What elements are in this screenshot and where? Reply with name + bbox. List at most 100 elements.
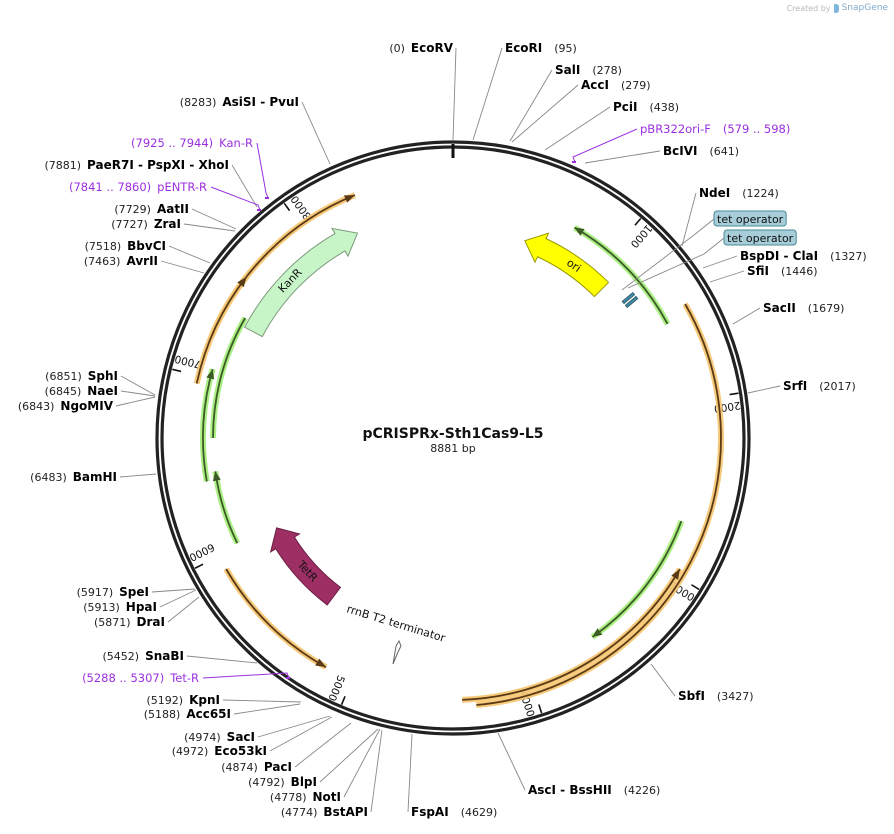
restriction-site[interactable]: EcoRV(0)	[389, 41, 453, 55]
restriction-site[interactable]: PciI(438)	[613, 100, 679, 114]
site-leader-line	[747, 385, 781, 394]
feature-kanr[interactable]: KanR	[243, 227, 359, 338]
site-position: (5871)	[94, 616, 131, 629]
restriction-site[interactable]: BbvCI(7518)	[85, 239, 166, 253]
restriction-site[interactable]: SacII(1679)	[763, 301, 844, 315]
site-name: AatII	[157, 202, 189, 216]
primer-leader-line	[572, 128, 638, 163]
restriction-site[interactable]: DraI(5871)	[94, 615, 165, 629]
restriction-site-labels: EcoRV(0) EcoRI(95) SalI(278)AccI (279) PciI(…	[18, 41, 867, 819]
primer-leader-line	[210, 186, 261, 211]
primer[interactable]: Tet-R(5288 .. 5307)	[82, 671, 199, 685]
site-position: (641)	[709, 145, 739, 158]
site-position: (3427)	[717, 690, 754, 703]
restriction-site[interactable]: NdeI(1224)	[699, 186, 779, 200]
site-position: (4629)	[461, 806, 498, 819]
orf-green[interactable]	[591, 520, 683, 638]
site-name: AccI	[581, 78, 609, 92]
restriction-site[interactable]: SpeI(5917)	[77, 585, 149, 599]
site-leader-line	[343, 728, 381, 798]
restriction-site[interactable]: PaeR7I - PspXI - XhoI(7881)	[44, 158, 229, 172]
site-position: (7729)	[114, 203, 151, 216]
restriction-site[interactable]: BstAPI(4774)	[281, 805, 368, 819]
orf-orange[interactable]	[462, 568, 681, 701]
tet-operator-leader	[627, 237, 725, 289]
orf-green-glow	[590, 520, 685, 640]
terminator-icon	[392, 639, 402, 665]
restriction-site[interactable]: SalI(278)	[555, 63, 622, 77]
restriction-site[interactable]: NotI(4778)	[270, 790, 341, 804]
tet-operator-feature[interactable]: tet operator	[627, 229, 797, 289]
site-name: EcoRI	[505, 41, 542, 55]
restriction-site[interactable]: AccI (279)	[581, 78, 651, 92]
restriction-site[interactable]: NaeI(6845)	[45, 384, 118, 398]
site-position: (279)	[621, 79, 651, 92]
orf-green[interactable]	[202, 368, 214, 482]
primer-leader-line	[256, 142, 269, 199]
restriction-site[interactable]: PacI(4874)	[221, 760, 292, 774]
restriction-site[interactable]: EcoRI(95)	[505, 41, 577, 55]
tet-operator-labels: tet operator tet operator	[621, 210, 797, 291]
feature-ori[interactable]: ori	[524, 232, 610, 298]
site-name: BspDI - ClaI	[740, 249, 818, 263]
orf-arrowhead-icon	[592, 628, 603, 638]
site-name: PaeR7I - PspXI - XhoI	[87, 158, 229, 172]
restriction-site[interactable]: SfiI(1446)	[747, 264, 818, 278]
site-name: HpaI	[126, 600, 157, 614]
restriction-site[interactable]: BamHI(6483)	[30, 470, 117, 484]
restriction-site[interactable]: HpaI(5913)	[83, 600, 157, 614]
restriction-site[interactable]: SphI(6851)	[45, 369, 118, 383]
site-name: NotI	[313, 790, 342, 804]
tet-operator-label: tet operator	[717, 213, 784, 226]
tet-operator-leader	[621, 218, 715, 291]
site-leader-line	[497, 732, 526, 791]
site-position: (8283)	[180, 96, 217, 109]
orf-arrowhead-icon	[343, 195, 355, 203]
restriction-site[interactable]: KpnI(5192)	[147, 693, 220, 707]
restriction-site[interactable]: BlpI(4792)	[248, 775, 317, 789]
orf-green[interactable]	[574, 226, 669, 325]
tet-operator-box	[723, 229, 797, 246]
restriction-site[interactable]: SnaBI(5452)	[103, 649, 184, 663]
site-name: AscI - BssHII	[528, 783, 612, 797]
orf-green[interactable]	[212, 317, 246, 439]
restriction-site[interactable]: SrfI(2017)	[783, 379, 856, 393]
restriction-site[interactable]: ZraI(7727)	[111, 217, 181, 231]
restriction-site[interactable]: SacI(4974)	[184, 730, 255, 744]
orf-arcs	[193, 192, 724, 708]
primer[interactable]: pENTR-R(7841 .. 7860)	[69, 180, 207, 194]
primer-range: (7925 .. 7944)	[131, 136, 213, 150]
restriction-site[interactable]: FspAI(4629)	[411, 805, 497, 819]
primer-name: pENTR-R	[157, 180, 207, 194]
restriction-site[interactable]: Acc65I(5188)	[144, 707, 231, 721]
site-position: (7727)	[111, 218, 148, 231]
site-position: (6845)	[45, 385, 82, 398]
orf-orange[interactable]	[225, 568, 327, 668]
primer-binding-mark	[265, 197, 269, 199]
restriction-site[interactable]: AatII (7729)	[114, 202, 189, 216]
restriction-site[interactable]: SbfI(3427)	[678, 689, 754, 703]
restriction-site[interactable]: BcIVI(641)	[663, 144, 739, 158]
site-position: (7518)	[85, 240, 122, 253]
feature-tetr[interactable]: TetR	[269, 527, 342, 606]
orf-orange[interactable]	[210, 194, 356, 336]
restriction-site[interactable]: Eco53kI(4972)	[172, 744, 267, 758]
primer-labels: pBR322ori-F(579 .. 598) Kan-R(7925 .. 794…	[69, 122, 790, 685]
restriction-site[interactable]: BspDI - ClaI(1327)	[740, 249, 867, 263]
restriction-site[interactable]: AscI - BssHII(4226)	[528, 783, 660, 797]
tick-mark	[283, 202, 291, 212]
restriction-site[interactable]: AvrII(7463)	[84, 254, 158, 268]
site-name: SphI	[88, 369, 118, 383]
tet-operator-feature[interactable]: tet operator	[621, 210, 787, 291]
restriction-site[interactable]: AsiSI - PvuI(8283)	[180, 95, 299, 109]
site-leader-line	[709, 270, 745, 283]
orf-orange[interactable]	[195, 276, 248, 384]
orf-orange[interactable]	[476, 303, 722, 706]
primer[interactable]: Kan-R(7925 .. 7944)	[131, 136, 253, 150]
site-leader-line	[168, 245, 211, 264]
primer[interactable]: pBR322ori-F(579 .. 598)	[640, 122, 790, 136]
site-position: (5188)	[144, 708, 181, 721]
site-name: BamHI	[73, 470, 117, 484]
restriction-site[interactable]: NgoMIV(6843)	[18, 399, 114, 413]
